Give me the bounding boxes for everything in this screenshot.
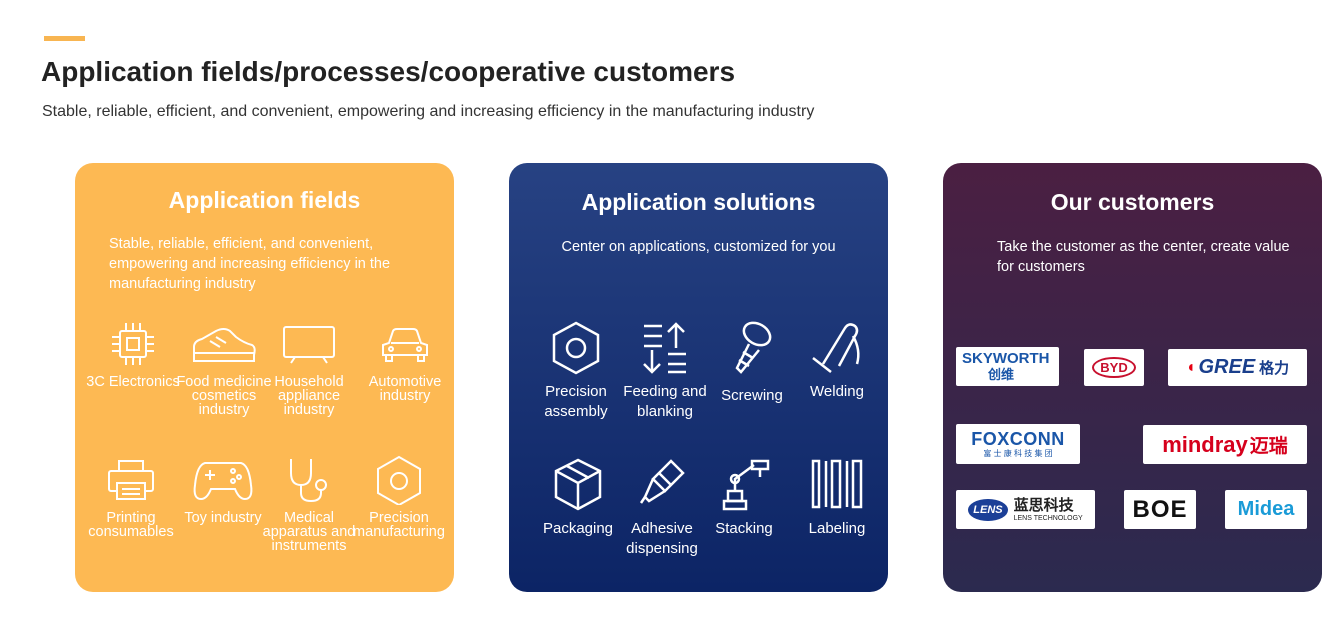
solution-label: Welding [810,383,864,400]
application-solutions-card: Application solutions Center on applicat… [509,163,888,592]
title-accent-bar [44,36,85,41]
logo-foxconn: FOXCONN 富 士 康 科 技 集 团 [956,424,1080,464]
card-desc-customers: Take the customer as the center, create … [997,239,1290,275]
logo-boe-text: BOE [1132,495,1188,523]
car-icon [382,328,428,362]
solution-tile-packaging[interactable]: Packaging [530,457,626,539]
solution-tile-feeding[interactable]: Feeding and blanking [617,320,713,422]
shoe-icon [193,328,256,362]
robot-arm-icon [722,459,770,511]
page-subtitle: Stable, reliable, efficient, and conveni… [42,103,815,120]
logo-boe: BOE [1124,490,1196,529]
logo-foxconn-sub: 富 士 康 科 技 集 团 [983,448,1053,458]
page-title: Application fields/processes/cooperative… [41,56,736,87]
field-tile-food[interactable]: Food medicine cosmetics industry [176,319,272,417]
field-tile-3c[interactable]: 3C Electronics [85,319,181,389]
solution-tile-labeling[interactable]: Labeling [789,457,885,539]
feeding-icon [643,322,686,374]
logo-mindray-cn: 迈瑞 [1249,436,1288,457]
chip-icon [112,323,154,365]
tv-icon [283,326,335,364]
solution-label: Stacking [715,520,773,537]
gamepad-icon [193,462,253,501]
field-label: 3C Electronics [86,374,180,390]
solution-label: Screwing [721,387,783,404]
logo-gree: ◖ GREE 格力 [1168,349,1307,386]
screw-icon [735,321,772,374]
card-title-solutions: Application solutions [581,189,816,215]
card-desc-fields: Stable, reliable, efficient, and conveni… [109,236,391,292]
field-label: Printing consumables [88,510,174,540]
card-title-customers: Our customers [1050,189,1215,215]
field-tile-toy[interactable]: Toy industry [175,455,271,525]
solution-label: Packaging [542,520,614,537]
field-label: Food medicine cosmetics industry [176,374,272,418]
logo-lens: LENS 蓝思科技 LENS TECHNOLOGY [956,490,1095,529]
logo-byd: BYD [1084,349,1144,386]
solution-tile-welding[interactable]: Welding [789,320,885,402]
our-customers-card: Our customers Take the customer as the c… [943,163,1322,592]
field-tile-precision[interactable]: Precision manufacturing [351,455,447,539]
logo-skyworth-cn: 创维 [988,367,1015,382]
field-tile-automotive[interactable]: Automotive industry [357,319,453,403]
field-tile-printing[interactable]: Printing consumables [83,455,179,539]
field-label: Medical apparatus and instruments [262,510,356,554]
solution-label: Labeling [808,520,866,537]
logo-skyworth-text: SKYWORTH [962,350,1050,367]
field-tile-medical[interactable]: Medical apparatus and instruments [261,455,357,553]
stethoscope-icon [290,459,327,503]
printer-icon [108,460,154,500]
card-desc-solutions: Center on applications, customized for y… [561,239,836,255]
logo-lens-sub: LENS TECHNOLOGY [1013,514,1083,522]
solution-tile-screwing[interactable]: Screwing [704,320,800,406]
card-title-fields: Application fields [168,187,361,213]
logo-gree-text: GREE [1198,356,1256,378]
logo-skyworth: SKYWORTH 创维 [956,347,1059,386]
welding-icon [812,323,860,373]
logo-mindray-text: mindray [1162,431,1248,457]
solution-label: Precision assembly [544,383,608,420]
solution-tile-stacking[interactable]: Stacking [696,457,792,539]
logo-midea-text: Midea [1237,498,1295,520]
gree-mark-icon: ◖ [1185,358,1196,376]
logo-lens-cn: 蓝思科技 [1013,496,1074,514]
hex-nut-icon [377,455,421,505]
solution-label: Adhesive dispensing [626,520,698,557]
field-label: Precision manufacturing [353,510,445,540]
logo-lens-mark: LENS [968,498,1008,521]
solution-label: Feeding and blanking [623,383,707,420]
logo-midea: Midea [1225,490,1307,529]
field-label: Automotive industry [368,374,442,404]
box-icon [554,458,602,511]
logo-gree-cn: 格力 [1259,360,1290,377]
field-tile-household[interactable]: Household appliance industry [261,319,357,417]
hex-nut-icon [552,321,600,375]
solution-tile-assembly[interactable]: Precision assembly [528,320,624,422]
glue-icon [639,459,685,504]
barcode-icon [811,459,863,509]
logo-foxconn-text: FOXCONN [971,428,1065,449]
logo-byd-text: BYD [1092,357,1136,378]
application-fields-card: Application fields Stable, reliable, eff… [75,163,454,592]
solution-tile-adhesive[interactable]: Adhesive dispensing [614,457,710,559]
field-label: Household appliance industry [274,374,344,418]
logo-mindray: mindray 迈瑞 [1143,425,1307,464]
field-label: Toy industry [184,510,262,526]
